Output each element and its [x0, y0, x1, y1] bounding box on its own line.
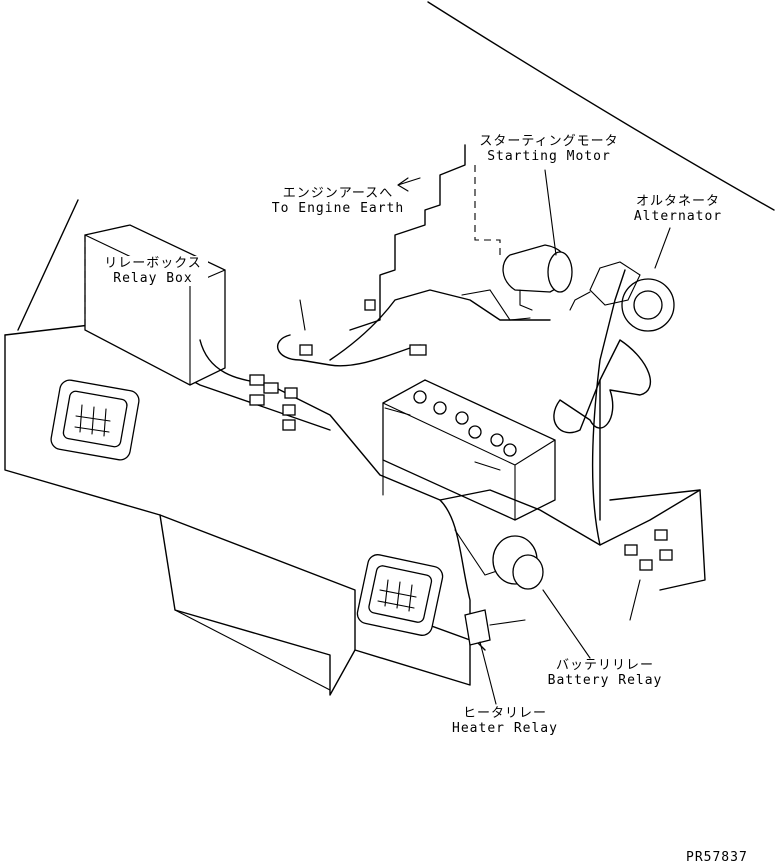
body-panel: [4, 334, 471, 686]
harness-engine-loop: [277, 334, 421, 367]
leader-alternator: [654, 227, 671, 269]
leader-starting-motor: [544, 169, 557, 256]
leader-heater-relay: [479, 641, 497, 705]
label-alternator-en: Alternator: [633, 209, 723, 224]
label-relay-box-en: Relay Box: [113, 271, 193, 286]
relay-box: [84, 224, 226, 386]
line-lower-right: [629, 579, 641, 621]
engine-bracket: [461, 289, 531, 321]
label-starting-motor-ja: スターティングモータ: [479, 134, 619, 149]
label-heater-relay-ja: ヒータリレー: [462, 706, 547, 721]
label-alternator: オルタネータ Alternator: [628, 194, 728, 224]
harness-branch: [454, 529, 501, 576]
right-headlamp: [356, 554, 444, 636]
battery: [382, 379, 556, 521]
alternator: [569, 261, 675, 332]
fan: [553, 339, 651, 434]
label-battery-relay-ja: バッテリリレー: [555, 658, 654, 673]
harness-to-relays: [439, 499, 486, 651]
heater-relay: [464, 609, 526, 646]
label-battery-relay: バッテリリレー Battery Relay: [545, 658, 665, 688]
drawing-code: PR57837: [686, 850, 748, 865]
skirt-edge: [174, 609, 331, 691]
leader-engine-earth: [397, 177, 421, 186]
lower-skirt: [159, 514, 356, 696]
harness-connectors: [249, 299, 673, 571]
harness-to-motor: [329, 289, 551, 361]
line-under-engine: [299, 299, 306, 331]
label-starting-motor: スターティングモータ Starting Motor: [474, 134, 624, 164]
engine-outline: [349, 144, 466, 331]
hood-outline: [427, 1, 775, 211]
label-starting-motor-en: Starting Motor: [487, 149, 611, 164]
engine-outline-dash: [474, 165, 501, 260]
battery-relay: [492, 535, 544, 590]
starting-motor: [502, 244, 573, 311]
label-relay-box-ja: リレーボックス: [104, 256, 202, 271]
arrow-engine-earth: [397, 177, 409, 192]
label-engine-earth: エンジンアースへ To Engine Earth: [268, 186, 408, 216]
label-heater-relay-en: Heater Relay: [452, 721, 558, 736]
label-alternator-ja: オルタネータ: [635, 194, 720, 209]
label-engine-earth-en: To Engine Earth: [271, 201, 405, 216]
label-heater-relay: ヒータリレー Heater Relay: [450, 706, 560, 736]
label-engine-earth-ja: エンジンアースへ: [282, 186, 394, 201]
leader-battery-relay: [542, 589, 591, 659]
label-relay-box: リレーボックス Relay Box: [98, 256, 208, 286]
radiator-frame: [599, 379, 706, 591]
frame-line-left: [17, 199, 79, 331]
harness-to-alternator: [591, 269, 626, 546]
label-battery-relay-en: Battery Relay: [547, 673, 663, 688]
left-headlamp: [50, 379, 140, 461]
